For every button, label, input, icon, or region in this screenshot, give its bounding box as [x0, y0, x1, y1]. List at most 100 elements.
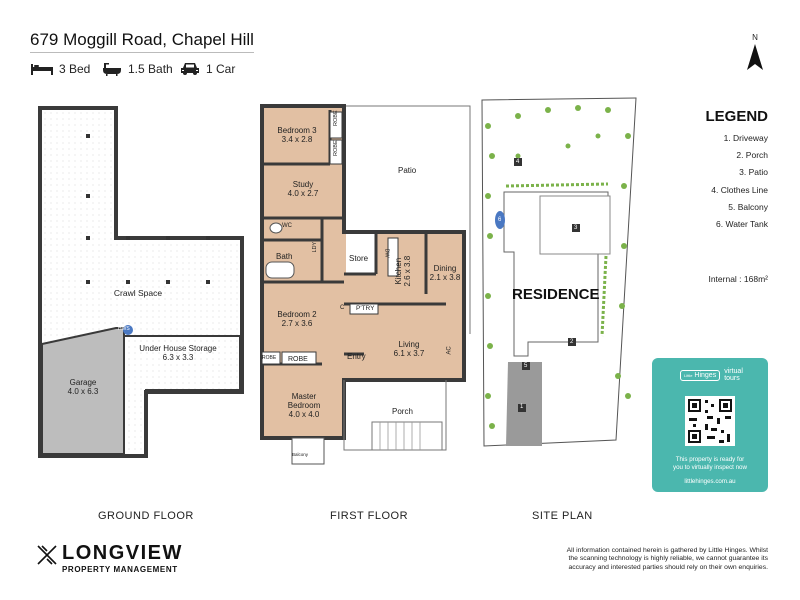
living-name: Living — [398, 340, 420, 349]
kitchen-dims: 2.6 x 3.8 — [403, 255, 412, 287]
garage-dims: 4.0 x 6.3 — [67, 387, 99, 397]
kitchen-name: Kitchen — [393, 257, 403, 285]
ground-floor-title: GROUND FLOOR — [98, 510, 194, 522]
dw-label: DW — [383, 248, 390, 258]
north-label: N — [752, 33, 758, 42]
disclaimer-text: All information contained herein is gath… — [566, 547, 768, 571]
crawl-space-label: Crawl Space — [113, 288, 163, 298]
bed-count: 3 Bed — [59, 62, 91, 76]
c-label: C — [340, 305, 345, 311]
legend-title: LEGEND — [705, 108, 768, 125]
car-icon — [181, 63, 199, 75]
dining-dims: 2.1 x 3.8 — [429, 273, 461, 283]
first-floor-plan — [260, 104, 471, 465]
study-dims: 4.0 x 2.7 — [287, 189, 319, 199]
card-line-2: you to virtually inspect now — [673, 464, 747, 471]
storage-dims: 6.3 x 3.3 — [162, 353, 194, 363]
hws-tank — [123, 325, 133, 335]
bedroom3-label: Bedroom 3 3.4 x 2.8 — [272, 126, 322, 144]
kitchen-label: Kitchen 2.6 x 3.8 — [394, 246, 412, 296]
brand-prefix: Little — [684, 372, 693, 378]
ac-label: AC — [446, 346, 453, 355]
store-label: Store — [349, 254, 369, 263]
garage-name: Garage — [69, 378, 97, 387]
garage-area — [41, 327, 125, 455]
legend-item: 1. Driveway — [723, 133, 768, 143]
north-compass: N — [745, 33, 765, 77]
master-dims: 4.0 x 4.0 — [288, 410, 320, 420]
marker-4: 4 — [516, 159, 520, 165]
longview-logo-text: LONGVIEW — [62, 542, 183, 564]
garage-label: Garage 4.0 x 6.3 — [60, 378, 106, 396]
qr-code-icon[interactable] — [685, 396, 735, 446]
north-arrow-icon — [747, 44, 763, 71]
legend-item: 4. Clothes Line — [711, 184, 768, 195]
study-label: Study 4.0 x 2.7 — [278, 180, 328, 198]
legend-list: 1. Driveway 2. Porch 3. Patio 4. Clothes… — [711, 130, 768, 233]
internal-area: Internal : 168m² — [708, 274, 768, 284]
master-name2: Bedroom — [287, 401, 321, 411]
robe-label: ROBE — [288, 356, 308, 363]
card-url[interactable]: littlehinges.com.au — [684, 478, 736, 485]
site-plan — [481, 97, 637, 447]
master-name: Master — [291, 392, 317, 401]
bath-icon — [103, 63, 121, 76]
entry-label: Entry — [347, 352, 366, 361]
feature-bath: 1.5 Bath — [102, 62, 173, 76]
robe-label-1: ROBE — [332, 110, 339, 126]
bath-label: Bath — [276, 252, 293, 261]
tours-word: tours — [724, 375, 740, 382]
car-count: 1 Car — [206, 62, 236, 76]
pantry-label: P'TRY — [356, 305, 375, 312]
ground-floor-plan — [38, 106, 244, 458]
bedroom2-label: Bedroom 2 2.7 x 3.6 — [269, 310, 325, 328]
ldy-label: LDY — [312, 241, 319, 253]
site-plan-title: SITE PLAN — [532, 510, 593, 522]
legend-item: 3. Patio — [739, 167, 768, 178]
header-divider — [30, 52, 254, 53]
bed-icon — [31, 64, 53, 75]
porch-label: Porch — [392, 407, 413, 416]
card-message: This property is ready for you to virtua… — [652, 456, 768, 472]
marker-3: 3 — [574, 225, 578, 231]
wc-label: WC — [282, 223, 292, 229]
hws-label: HWS — [118, 326, 130, 332]
robes-label: ROBE — [262, 355, 277, 361]
feature-car: 1 Car — [180, 62, 235, 76]
bedroom3-dims: 3.4 x 2.8 — [281, 135, 313, 145]
robe-label-2: ROBE — [332, 140, 339, 156]
card-line-1: This property is ready for — [675, 456, 745, 463]
marker-2: 2 — [570, 339, 574, 345]
bedroom3-name: Bedroom 3 — [277, 126, 317, 135]
brand-name: Hinges — [694, 371, 717, 379]
bedroom2-dims: 2.7 x 3.6 — [281, 319, 313, 329]
longview-logo-icon — [37, 545, 57, 565]
feature-bed: 3 Bed — [31, 62, 90, 76]
bedroom2-name: Bedroom 2 — [277, 310, 317, 319]
longview-logo-sub: PROPERTY MANAGEMENT — [62, 565, 178, 574]
living-label: Living 6.1 x 3.7 — [384, 340, 434, 358]
study-name: Study — [292, 180, 314, 189]
storage-name: Under House Storage — [139, 344, 217, 353]
bath-count: 1.5 Bath — [128, 62, 173, 76]
virtual-word: virtual — [724, 368, 743, 375]
marker-1: 1 — [520, 404, 524, 410]
master-bedroom-label: Master Bedroom 4.0 x 4.0 — [282, 392, 326, 420]
dining-name: Dining — [433, 264, 457, 273]
patio-label: Patio — [398, 166, 417, 175]
first-floor-title: FIRST FLOOR — [330, 510, 409, 522]
balcony-label: Balcony — [292, 452, 309, 457]
marker-6: 6 — [498, 217, 502, 223]
legend-item: 2. Porch — [736, 150, 768, 161]
brand-badge: Little Hinges — [680, 369, 721, 381]
residence-label: RESIDENCE — [512, 286, 600, 303]
marker-5: 5 — [524, 363, 528, 369]
living-dims: 6.1 x 3.7 — [393, 349, 425, 359]
dining-label: Dining 2.1 x 3.8 — [420, 264, 470, 282]
property-address: 679 Moggill Road, Chapel Hill — [30, 30, 254, 49]
storage-label: Under House Storage 6.3 x 3.3 — [128, 344, 228, 362]
legend-item: 6. Water Tank — [716, 219, 768, 230]
